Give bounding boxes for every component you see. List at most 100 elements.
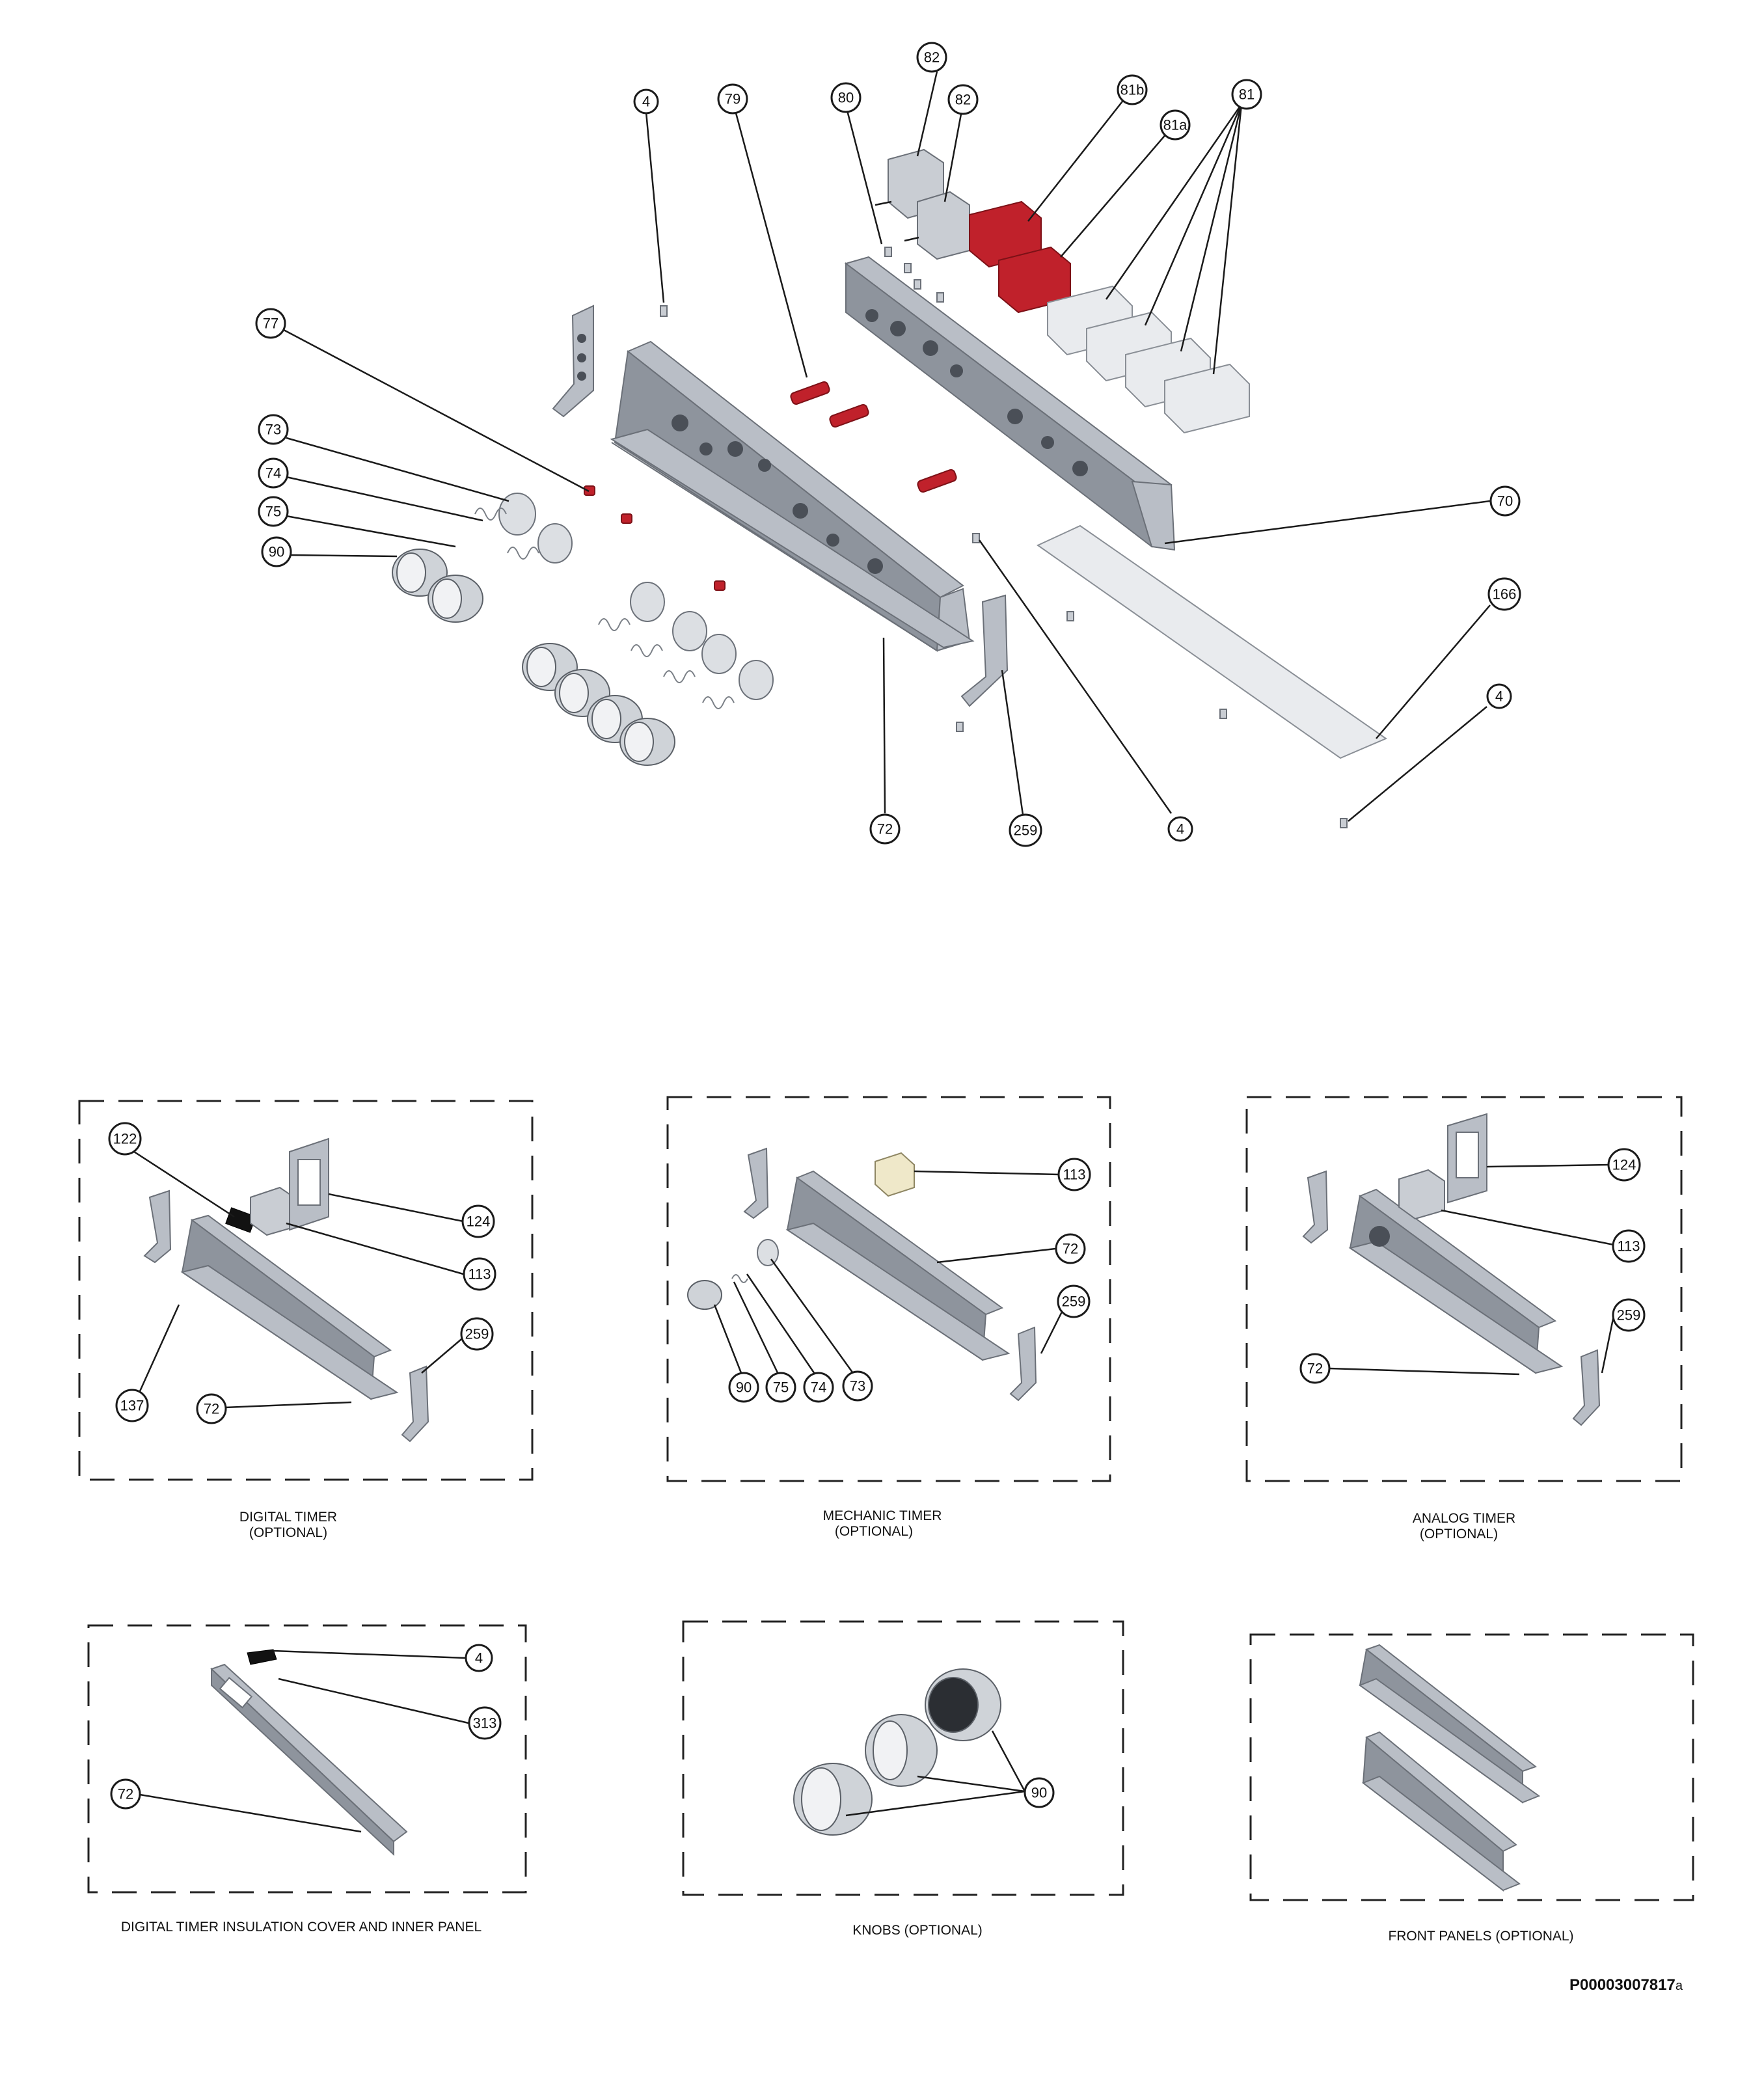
svg-text:90: 90	[1031, 1785, 1047, 1801]
callout-m-90: 90	[728, 1372, 759, 1403]
svg-text:81a: 81a	[1163, 117, 1187, 133]
callout-73: 73	[258, 414, 289, 445]
callout-82b: 82	[947, 84, 979, 115]
inner-panel-70	[844, 256, 1176, 551]
right-bracket-259	[960, 594, 1009, 707]
svg-text:73: 73	[850, 1378, 865, 1394]
front-panel-bottom	[1361, 1731, 1521, 1892]
front-panel-72	[610, 340, 975, 652]
callout-79: 79	[717, 83, 748, 115]
caption-mechanic-timer: MECHANIC TIMER	[823, 1508, 942, 1523]
insulation-cover-166	[1037, 524, 1388, 759]
callout-80: 80	[830, 82, 862, 113]
svg-text:74: 74	[265, 465, 281, 482]
callout-m-259: 259	[1057, 1284, 1091, 1318]
svg-text:75: 75	[773, 1379, 789, 1396]
switches-82	[875, 148, 970, 260]
callout-i-72: 72	[110, 1778, 141, 1810]
svg-text:72: 72	[204, 1401, 219, 1417]
callout-d-259: 259	[460, 1317, 494, 1351]
svg-text:81b: 81b	[1120, 82, 1145, 98]
callout-d-72: 72	[196, 1393, 227, 1424]
callout-k-90: 90	[1024, 1777, 1055, 1808]
svg-text:72: 72	[118, 1786, 133, 1802]
callout-a-72: 72	[1299, 1353, 1331, 1384]
caption-digital-timer-optional: (OPTIONAL)	[249, 1525, 327, 1540]
svg-text:4: 4	[475, 1650, 483, 1666]
callout-m-113: 113	[1057, 1158, 1091, 1191]
svg-text:259: 259	[465, 1326, 489, 1342]
springs-74	[474, 508, 735, 709]
svg-text:166: 166	[1493, 586, 1517, 603]
callout-81: 81	[1231, 79, 1262, 110]
svg-text:75: 75	[265, 504, 281, 520]
svg-text:81: 81	[1239, 87, 1255, 103]
caption-knobs: KNOBS (OPTIONAL)	[852, 1923, 983, 1938]
left-bracket	[552, 305, 594, 418]
callout-90: 90	[261, 536, 292, 567]
svg-text:72: 72	[1307, 1361, 1323, 1377]
callout-a-113: 113	[1612, 1229, 1646, 1263]
shafts-79	[584, 381, 957, 591]
svg-text:113: 113	[468, 1266, 491, 1283]
callout-77: 77	[255, 308, 286, 339]
svg-text:313: 313	[473, 1715, 497, 1732]
callout-a-259: 259	[1612, 1298, 1646, 1332]
svg-text:90: 90	[269, 544, 284, 560]
caption-analog-timer: ANALOG TIMER	[1413, 1511, 1515, 1526]
callout-m-72: 72	[1055, 1233, 1086, 1264]
front-panels-view: FRONT PANELS (OPTIONAL)	[1249, 1633, 1694, 1944]
svg-text:82: 82	[955, 92, 971, 108]
svg-text:4: 4	[642, 94, 650, 110]
callout-81a: 81a	[1160, 109, 1191, 141]
svg-text:124: 124	[1612, 1157, 1636, 1173]
callout-d-113: 113	[463, 1257, 496, 1291]
caption-analog-timer-optional: (OPTIONAL)	[1420, 1527, 1498, 1542]
svg-text:77: 77	[263, 316, 278, 332]
callout-m-75: 75	[765, 1372, 796, 1403]
svg-text:137: 137	[120, 1398, 144, 1414]
callout-72: 72	[869, 813, 901, 845]
digital-timer-view: 122 124 113 259 137 72 DIGITAL TIMER (OP…	[78, 1100, 534, 1540]
knobs-view: 90 KNOBS (OPTIONAL)	[682, 1620, 1124, 1938]
callout-4c: 4	[1167, 816, 1193, 842]
svg-text:79: 79	[725, 91, 740, 107]
svg-text:113: 113	[1063, 1167, 1085, 1183]
callout-i-313: 313	[468, 1706, 502, 1740]
callout-m-74: 74	[803, 1372, 834, 1403]
callout-166: 166	[1487, 577, 1521, 611]
svg-text:259: 259	[1062, 1294, 1086, 1310]
svg-text:113: 113	[1617, 1238, 1640, 1255]
svg-text:259: 259	[1014, 822, 1038, 839]
svg-text:70: 70	[1497, 493, 1513, 509]
callout-i-4: 4	[465, 1644, 493, 1672]
svg-text:82: 82	[924, 49, 940, 66]
svg-text:4: 4	[1495, 688, 1503, 705]
mechanic-timer-view: 113 72 259 90 75 74 73 MECHANIC TIMER (O…	[666, 1096, 1111, 1539]
svg-text:122: 122	[113, 1131, 137, 1147]
caption-mechanic-timer-optional: (OPTIONAL)	[835, 1524, 913, 1539]
callout-4a: 4	[633, 88, 659, 115]
selectors-81	[969, 200, 1250, 434]
caption-digital-timer: DIGITAL TIMER	[239, 1510, 337, 1525]
callout-d-137: 137	[115, 1389, 149, 1422]
callout-70: 70	[1489, 485, 1521, 517]
svg-text:259: 259	[1617, 1307, 1641, 1324]
callout-m-73: 73	[842, 1370, 873, 1402]
document-number: P00003007817a	[1569, 1976, 1683, 1994]
svg-text:90: 90	[736, 1379, 752, 1396]
main-leaders	[283, 71, 1491, 822]
callout-81b: 81b	[1117, 74, 1148, 105]
knobs-90	[392, 549, 675, 766]
callout-a-124: 124	[1607, 1148, 1641, 1182]
svg-text:72: 72	[877, 821, 893, 837]
rings-73	[498, 493, 774, 700]
callout-75: 75	[258, 496, 289, 527]
main-exploded-view: 82 82 80 79 4 81b 81a 81 77 73 74 75 90 …	[255, 42, 1521, 847]
front-panel-top	[1358, 1644, 1541, 1804]
callout-259: 259	[1009, 813, 1042, 847]
svg-text:124: 124	[467, 1214, 491, 1230]
callout-74: 74	[258, 457, 289, 489]
callout-d-124: 124	[461, 1204, 495, 1238]
